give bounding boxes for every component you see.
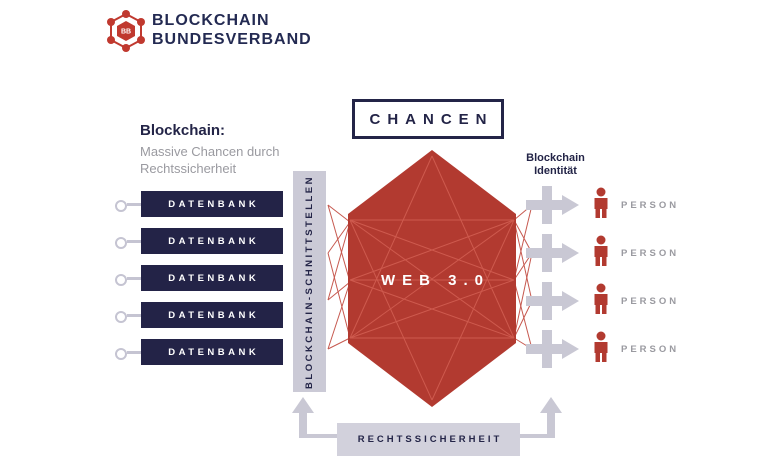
person-icons [594,187,608,362]
cross-arrow-icon [526,282,579,320]
datenbank-box: DATENBANK [141,228,283,254]
datenbank-box: DATENBANK [141,339,283,365]
logo-line2: BUNDESVERBAND [152,31,312,48]
blockchain-schnittstellen-label: BLOCKCHAIN-SCHNITTSTELLEN [304,174,315,389]
web3-label: WEB 3.0 [380,272,490,289]
bundesverband-logo-icon: BB [107,10,145,52]
person-label: PERSON [621,248,680,259]
person-label: PERSON [621,344,680,355]
connector-line [127,203,141,206]
connector-circle-icon [115,311,127,323]
connector-circle-icon [115,200,127,212]
blockchain-identitaet-heading: Blockchain Identität [526,152,585,177]
connector-line [127,314,141,317]
connector-line [127,351,141,354]
connector-line [127,240,141,243]
blockchain-heading: Blockchain: [140,122,226,139]
chancen-title-box: CHANCEN [352,99,504,139]
hexagon-mesh-lines [349,155,515,401]
datenbank-box: DATENBANK [141,265,283,291]
connector-circle-icon [115,274,127,286]
person-icon [594,187,608,218]
identity-cross-arrows [526,186,579,368]
person-label: PERSON [621,296,680,307]
blockchain-schnittstellen-bar: BLOCKCHAIN-SCHNITTSTELLEN [293,171,326,392]
up-arrow-icon [540,397,562,413]
person-icon [594,283,608,314]
cross-arrow-icon [526,234,579,272]
rechtssicherheit-box: RECHTSSICHERHEIT [337,423,520,456]
logo-line1: BLOCKCHAIN [152,12,270,29]
datenbank-box: DATENBANK [141,302,283,328]
person-label: PERSON [621,200,680,211]
cross-arrow-icon [526,330,579,368]
logo-wordmark: BLOCKCHAIN BUNDESVERBAND [152,11,312,49]
cross-arrow-icon [526,186,579,224]
blockchain-subheading: Massive Chancen durch Rechtssicherheit [140,144,280,176]
logo-molecule-nodes [107,10,145,52]
left-network-lines [327,204,351,350]
person-icon [594,331,608,362]
up-arrow-icon [292,397,314,413]
datenbank-box: DATENBANK [141,191,283,217]
connector-circle-icon [115,237,127,249]
right-network-lines [513,204,533,350]
connector-line [127,277,141,280]
logo-monogram: BB [121,29,131,36]
connector-circle-icon [115,348,127,360]
legal-certainty-connectors [292,397,562,438]
person-icon [594,235,608,266]
